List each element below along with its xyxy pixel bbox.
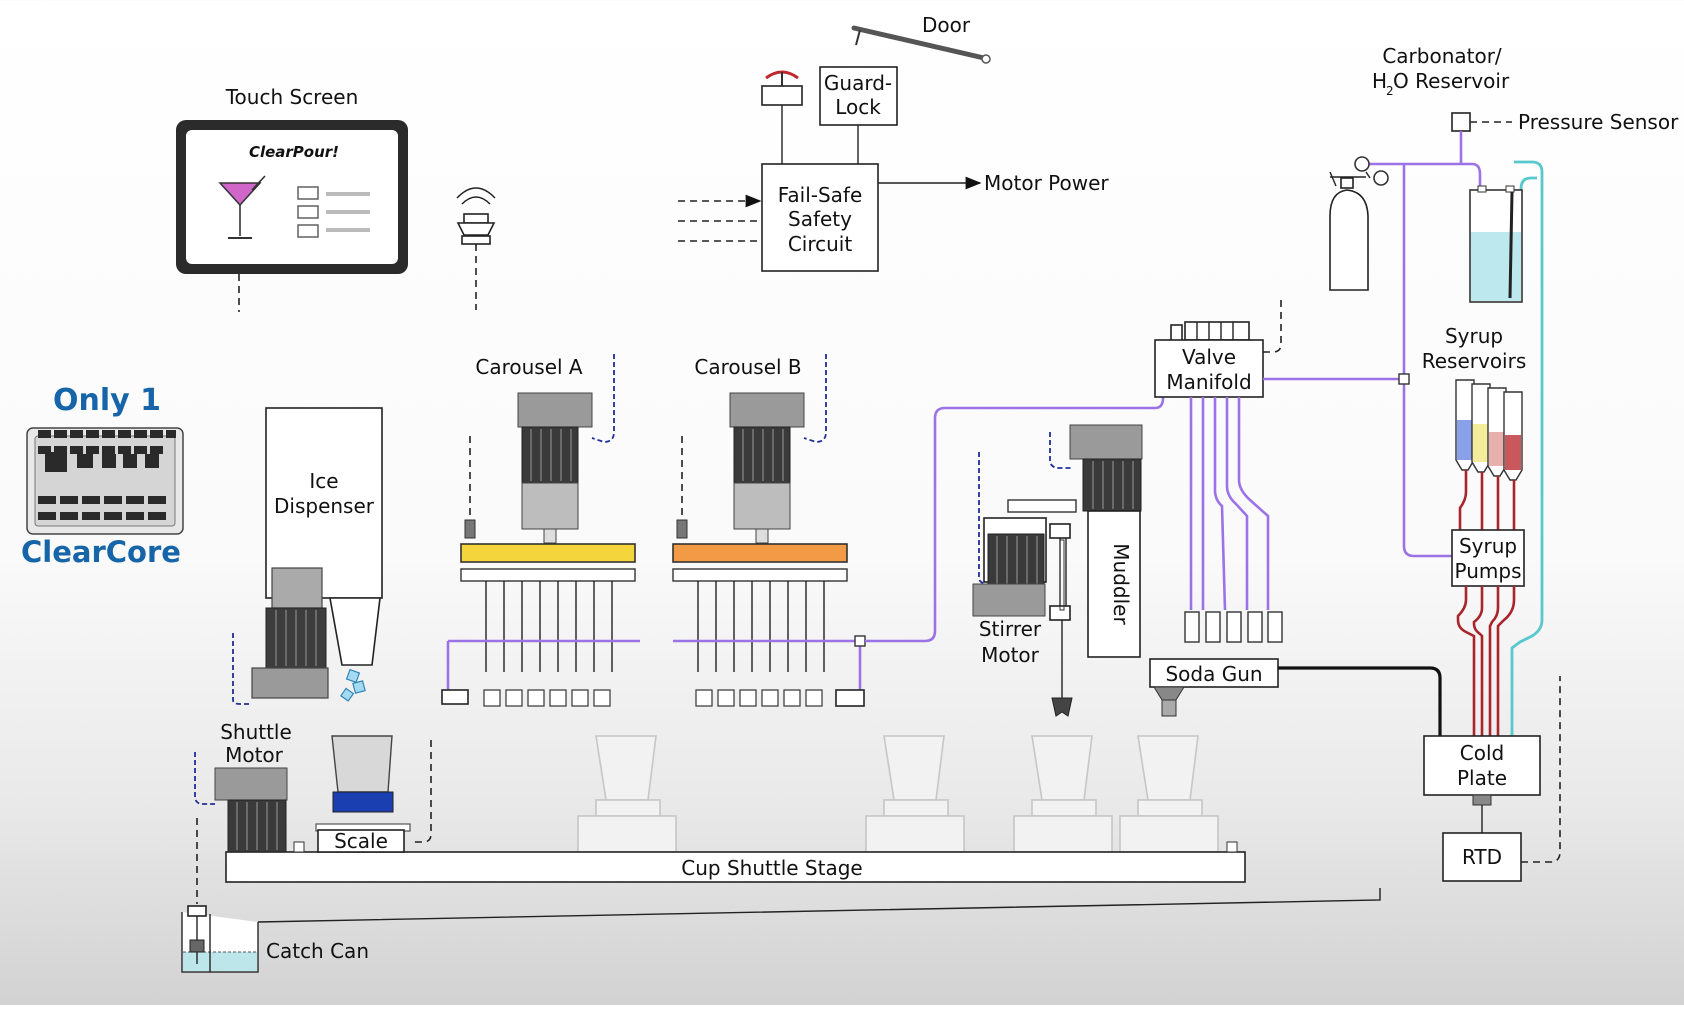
stirrer-motor-label-1: Stirrer [979, 617, 1042, 641]
fail-safe-label-2: Safety [788, 207, 852, 231]
muddler-stirrer: Muddler Stirrer Motor [972, 424, 1143, 717]
guard-lock-label-1: Guard- [824, 71, 892, 95]
cup-shuttle-stage: Cup Shuttle Stage Scale Shuttle Motor [194, 720, 1246, 904]
clearcore-controller: Only 1 ClearCore [21, 383, 184, 569]
scale: Scale [315, 735, 432, 853]
catch-can-label: Catch Can [266, 939, 369, 963]
shuttle-motor-label-1: Shuttle [220, 720, 292, 744]
co2-tank-icon [1329, 156, 1389, 291]
clearcore-label: ClearCore [21, 535, 181, 569]
soda-gun: Soda Gun [1149, 611, 1442, 736]
ice-dispenser: Ice Dispenser [232, 407, 383, 705]
guard-lock-label-2: Lock [835, 95, 881, 119]
syrup-pumps-label-2: Pumps [1455, 559, 1522, 583]
cold-plate-label-1: Cold [1460, 741, 1504, 765]
syrup-pumps-label-1: Syrup [1459, 534, 1517, 558]
cup-shuttle-stage-label: Cup Shuttle Stage [681, 856, 862, 880]
ghost-cups [577, 735, 1219, 853]
syrup-reservoirs: Syrup Reservoirs [1422, 324, 1527, 530]
cocktail-glass-icon [218, 175, 266, 239]
emergency-stop [761, 70, 803, 164]
ice-dispenser-label-1: Ice [309, 469, 338, 493]
scale-label: Scale [334, 829, 388, 853]
fail-safe-label-1: Fail-Safe [778, 183, 863, 207]
speaker-icon [456, 187, 496, 310]
carousel-a: Carousel A [441, 354, 640, 707]
shuttle-motor-label-2: Motor [225, 743, 284, 767]
rtd-label: RTD [1462, 845, 1502, 869]
valve-manifold: Valve Manifold [1154, 300, 1404, 611]
catch-can: Catch Can [181, 888, 1381, 973]
cold-plate: Cold Plate [1423, 735, 1541, 833]
ice-cubes-icon [340, 668, 366, 702]
syrup-reservoirs-label-1: Syrup [1445, 324, 1503, 348]
carousel-a-label: Carousel A [475, 355, 583, 379]
screen-app-name: ClearPour! [249, 143, 339, 161]
carbonator-label-1: Carbonator/ [1382, 44, 1502, 68]
touch-screen-label: Touch Screen [225, 85, 359, 109]
valve-manifold-label-2: Manifold [1166, 370, 1251, 394]
door-label: Door [922, 13, 971, 37]
rtd-sensor: RTD [1442, 676, 1561, 882]
menu-list-icon [297, 186, 370, 238]
h2o-reservoir [1469, 185, 1523, 303]
syrup-reservoirs-label-2: Reservoirs [1422, 349, 1527, 373]
carbonator-label-h: H [1372, 69, 1387, 93]
fail-safe-safety-circuit: Fail-Safe Safety Circuit Motor Power [678, 163, 1109, 272]
only-1-label: Only 1 [53, 383, 161, 418]
touch-screen: Touch Screen ClearPour! [176, 85, 408, 312]
fail-safe-label-3: Circuit [788, 232, 853, 256]
pressure-sensor-label: Pressure Sensor [1518, 110, 1679, 134]
carousel-b: Carousel B [672, 354, 866, 707]
shuttle-motor: Shuttle Motor [194, 720, 292, 904]
ice-dispenser-label-2: Dispenser [274, 494, 375, 518]
muddler-label: Muddler [1109, 543, 1133, 625]
carbonator-reservoir: Carbonator/ H 2 O Reservoir Pressure Sen… [1329, 44, 1679, 736]
soda-gun-label: Soda Gun [1165, 662, 1262, 686]
stirrer-motor-label-2: Motor [981, 643, 1040, 667]
carbonator-label-2-sub: 2 [1386, 84, 1394, 98]
door: Door [851, 13, 991, 64]
motor-power-label: Motor Power [984, 171, 1109, 195]
guard-lock: Guard- Lock [819, 66, 898, 164]
carbonator-label-3: O Reservoir [1393, 69, 1510, 93]
carousel-b-label: Carousel B [694, 355, 801, 379]
cold-plate-label-2: Plate [1457, 766, 1507, 790]
syrup-pumps: Syrup Pumps [1451, 529, 1525, 736]
valve-manifold-label-1: Valve [1182, 345, 1236, 369]
